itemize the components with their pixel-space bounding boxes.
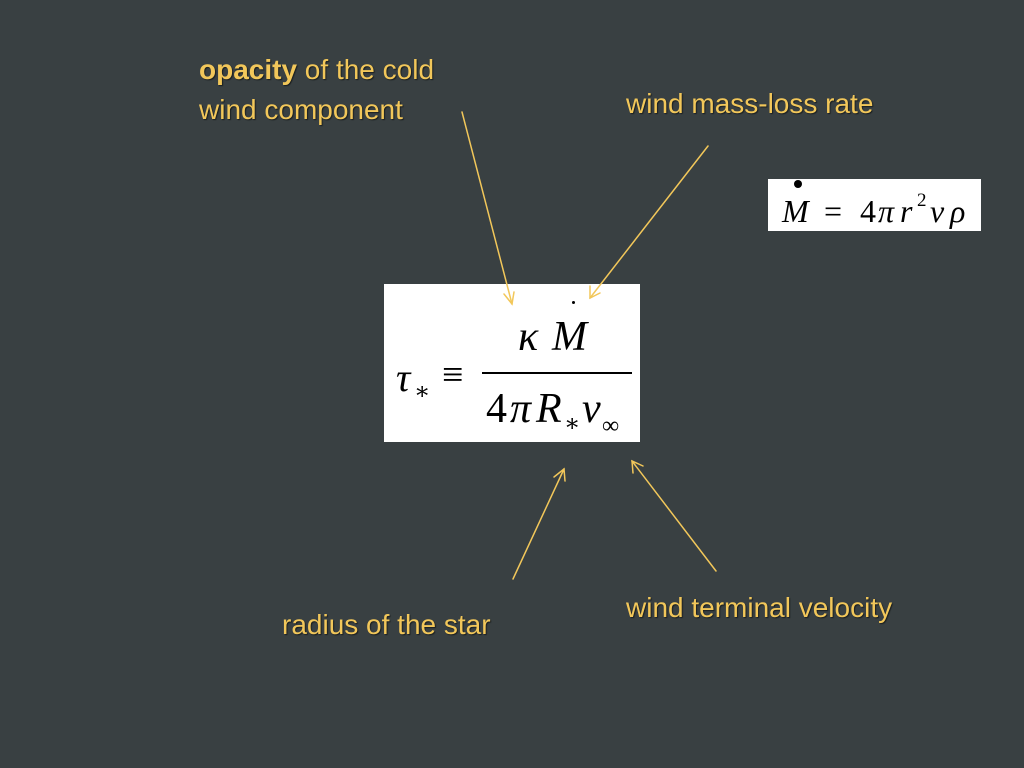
denominator-v: v [582,386,601,432]
mass-loss-exp: 2 [917,190,927,211]
radius-label: radius of the star [282,609,491,640]
mass-loss-formula: M = 4 π r 2 v ρ [768,179,981,231]
mass-loss-r: r [900,193,913,229]
denominator-infinity: ∞ [602,413,620,439]
mass-loss-lhs: M [782,193,809,229]
mass-loss-coeff: 4 [860,193,876,229]
tau-symbol: τ [396,355,411,400]
denominator-coeff: 4 [486,386,507,432]
opacity-label-bold: opacity [199,54,298,85]
mass-loss-equals: = [824,193,843,229]
tau-subscript-star: ∗ [414,379,431,405]
mass-loss-arrow [589,145,709,300]
opacity-label-rest: of the cold [297,54,435,85]
kappa-symbol: κ [518,314,539,360]
mass-loss-rho: ρ [950,193,966,229]
equiv-symbol: ≡ [442,354,464,396]
denominator-r: R [536,386,562,432]
mass-loss-pi: π [878,193,895,229]
mass-loss-label: wind mass-loss rate [626,88,874,119]
terminal-velocity-label: wind terminal velocity [626,592,893,623]
mass-loss-v: v [930,193,945,229]
terminal-velocity-arrow [631,459,717,572]
denominator-r-star: ∗ [564,411,581,437]
radius-arrow [512,467,566,580]
numerator-dot [572,301,575,304]
denominator-pi: π [510,386,532,432]
opacity-label-line1: opacity of the cold [199,50,434,90]
optical-depth-formula: τ ∗ ≡ κ M 4 π R ∗ v ∞ [384,284,640,442]
fraction-bar [482,372,632,374]
numerator-m: M [552,314,587,360]
opacity-label-line2: wind component [199,94,403,125]
mass-loss-dot [794,180,802,188]
opacity-label: opacity of the cold wind component [199,50,434,130]
opacity-arrow [461,111,515,306]
